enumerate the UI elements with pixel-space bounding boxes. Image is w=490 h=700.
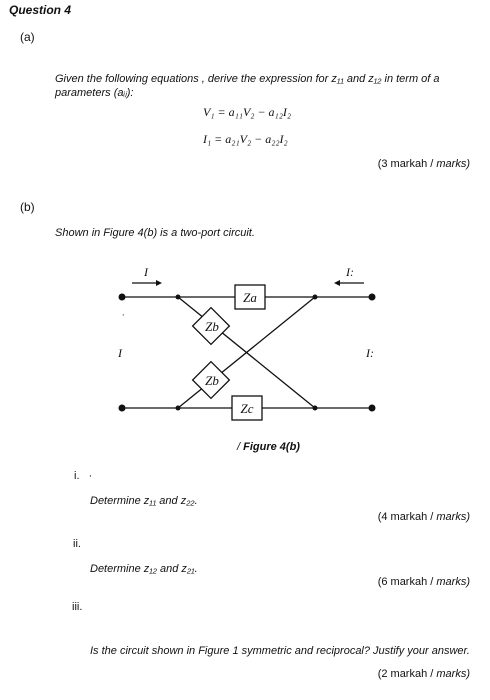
marks-malay: (3 markah / xyxy=(377,158,434,170)
item-iii-numeral: iii. xyxy=(72,601,83,613)
junction-top-left xyxy=(175,294,181,300)
label-v1: I xyxy=(117,346,123,360)
i2-arrow-head xyxy=(334,280,340,286)
zb-bottom-label: Zb xyxy=(205,373,219,388)
junction-bottom-right xyxy=(312,405,318,411)
item-i-marks: (4 markah / marks) xyxy=(378,511,470,523)
terminal-top-left xyxy=(118,293,126,301)
za-label: Za xyxy=(243,290,257,305)
equation-2: I₁ = a₂₁V₂ − a₂₂I₂ xyxy=(203,132,288,146)
caption-prefix: / xyxy=(237,441,244,453)
item-i-numeral-trail: · xyxy=(88,470,93,482)
left-mark: · xyxy=(122,310,124,320)
part-a-marks: (3 markah / marks) xyxy=(378,158,470,170)
caption-figure: Figure 4(b) xyxy=(243,441,300,453)
terminal-bottom-right xyxy=(368,404,376,412)
item-ii-numeral: ii. xyxy=(73,538,81,550)
label-i2: I: xyxy=(345,265,354,279)
junction-top-right xyxy=(312,294,318,300)
item-ii-marks-english: marks) xyxy=(436,576,470,588)
part-b-label: (b) xyxy=(20,200,35,214)
part-a-label: (a) xyxy=(20,30,35,44)
item-i-marks-malay: (4 markah / xyxy=(377,511,434,523)
za-box xyxy=(234,284,266,310)
zc-label: Zc xyxy=(241,401,254,416)
zb-bottom-box xyxy=(191,360,231,400)
part-a-text-line2: parameters (aᵢⱼ): xyxy=(55,87,134,99)
item-iii-marks-english: marks) xyxy=(436,668,470,680)
terminal-top-right xyxy=(368,293,376,301)
question-title: Question 4 xyxy=(9,3,72,17)
item-i-text: Determine z₁₁ and z₂₂. xyxy=(90,495,198,507)
label-i1: I xyxy=(143,265,149,279)
item-i-numeral: i. · xyxy=(74,470,92,482)
item-ii-marks-malay: (6 markah / xyxy=(377,576,434,588)
part-a-text-line1: Given the following equations , derive t… xyxy=(55,73,440,85)
marks-english: marks) xyxy=(436,158,470,170)
item-iii-marks: (2 markah / marks) xyxy=(378,668,470,680)
zb-top-label: Zb xyxy=(205,319,219,334)
i1-arrow-head xyxy=(156,280,162,286)
item-i-marks-english: marks) xyxy=(436,511,470,523)
terminal-bottom-left xyxy=(118,404,126,412)
label-v2: I: xyxy=(365,346,374,360)
cross-wire-2 xyxy=(177,296,316,409)
item-iii-text: Is the circuit shown in Figure 1 symmetr… xyxy=(90,645,470,657)
equation-1: V₁ = a₁₁V₂ − a₁₂I₂ xyxy=(203,105,292,119)
item-ii-text: Determine z₁₂ and z₂₁. xyxy=(90,563,198,575)
item-iii-marks-malay: (2 markah / xyxy=(377,668,434,680)
item-i-numeral-text: i. xyxy=(74,470,80,482)
zb-top-box xyxy=(191,306,231,346)
junction-bottom-left xyxy=(175,405,181,411)
figure-caption: / Figure 4(b) xyxy=(237,441,300,453)
item-ii-marks: (6 markah / marks) xyxy=(378,576,470,588)
zc-box xyxy=(231,395,263,421)
part-b-intro: Shown in Figure 4(b) is a two-port circu… xyxy=(55,227,255,239)
